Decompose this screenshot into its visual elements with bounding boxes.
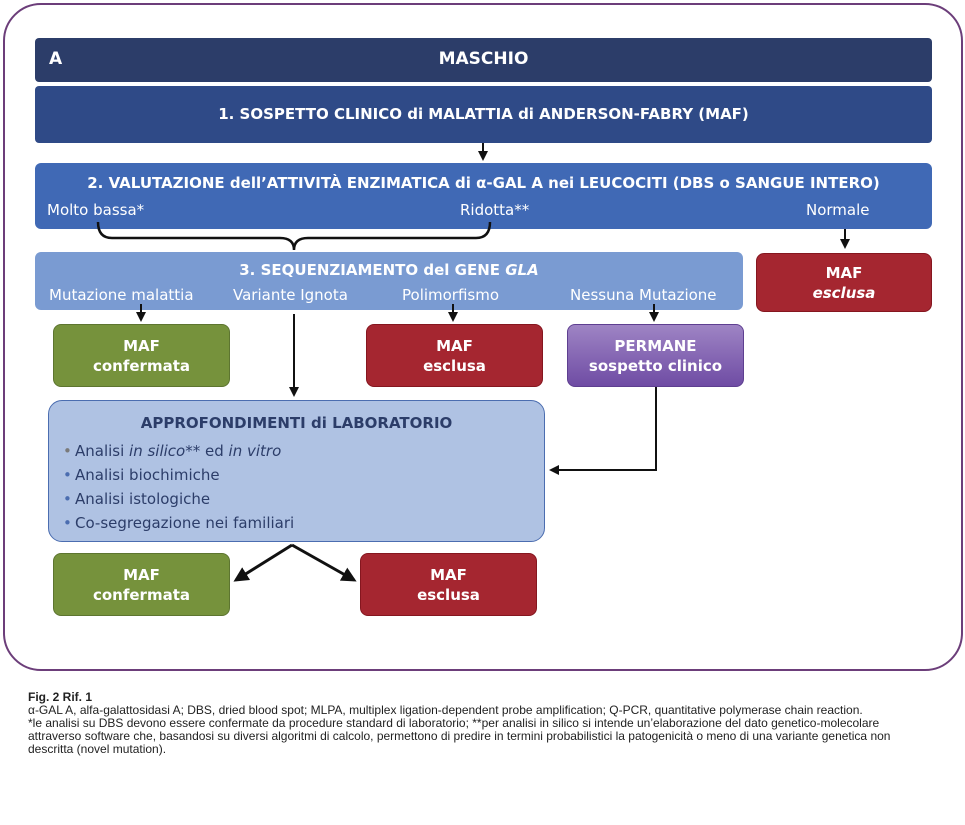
caption-abbreviations: α-GAL A, alfa-galattosidasi A; DBS, drie… [28, 703, 863, 717]
header-title: MASCHIO [438, 49, 529, 69]
header-bar: A MASCHIO [35, 38, 932, 82]
excluded-label: esclusa [417, 585, 480, 604]
figure-reference: Fig. 2 Rif. 1 [28, 690, 93, 704]
maf-label: MAF [123, 565, 160, 584]
maf-excluded-polymorphism: MAF esclusa [366, 324, 543, 387]
step2-enzyme-activity: 2. VALUTAZIONE dell’ATTIVITÀ ENZIMATICA … [35, 163, 932, 229]
step3-gene-sequencing: 3. SEQUENZIAMENTO del GENE GLA Mutazione… [35, 252, 743, 310]
confirmed-label: confermata [92, 585, 191, 604]
step2-title: 2. VALUTAZIONE dell’ATTIVITÀ ENZIMATICA … [87, 174, 880, 192]
maf-confirmed-lab: MAF confermata [53, 553, 230, 616]
remains-label: PERMANE [614, 336, 697, 355]
laboratory-investigations: APPROFONDIMENTI di LABORATORIO •Analisi … [48, 400, 545, 542]
option-no-mutation: Nessuna Mutazione [570, 286, 717, 304]
lab-item: •Analisi in silico** ed in vitro [63, 442, 282, 460]
maf-excluded-lab: MAF esclusa [360, 553, 537, 616]
caption-notes: *le analisi su DBS devono essere conferm… [28, 716, 891, 756]
gene-name: GLA [505, 261, 539, 279]
lab-item: •Co-segregazione nei familiari [63, 514, 295, 532]
step1-clinical-suspicion: 1. SOSPETTO CLINICO di MALATTIA di ANDER… [35, 86, 932, 143]
option-normal: Normale [806, 201, 870, 219]
maf-label: MAF [430, 565, 467, 584]
maf-label: MAF [825, 263, 863, 282]
option-polymorphism: Polimorfismo [402, 286, 500, 304]
bracket-low-reduced [96, 221, 492, 251]
clinical-suspicion-label: sospetto clinico [588, 356, 723, 375]
diagram-frame [3, 3, 963, 671]
lab-item: •Analisi istologiche [63, 490, 211, 508]
arrow-suspicion-lab [549, 387, 657, 475]
step3-title: 3. SEQUENZIAMENTO del GENE GLA [239, 261, 539, 279]
option-very-low: Molto bassa* [47, 201, 145, 219]
maf-excluded-normal: MAF esclusa [756, 253, 932, 312]
option-disease-mutation: Mutazione malattia [49, 286, 194, 304]
lab-item: •Analisi biochimiche [63, 466, 220, 484]
panel-letter: A [49, 49, 63, 69]
lab-title: APPROFONDIMENTI di LABORATORIO [140, 414, 453, 432]
maf-label: MAF [123, 336, 160, 355]
figure-caption: Fig. 2 Rif. 1 α-GAL A, alfa-galattosidas… [28, 691, 928, 756]
flow-arrows [96, 143, 850, 582]
arrow-lab-excluded [291, 543, 357, 582]
option-reduced: Ridotta** [460, 201, 530, 219]
maf-confirmed-mutation: MAF confermata [53, 324, 230, 387]
suspicion-remains: PERMANE sospetto clinico [567, 324, 744, 387]
excluded-label: esclusa [423, 356, 486, 375]
confirmed-label: confermata [92, 356, 191, 375]
arrow-lab-confirmed [233, 543, 293, 582]
option-unknown-variant: Variante Ignota [233, 286, 348, 304]
excluded-label: esclusa [812, 283, 876, 302]
lab-list: •Analisi in silico** ed in vitro •Analis… [63, 439, 294, 535]
maf-label: MAF [436, 336, 473, 355]
